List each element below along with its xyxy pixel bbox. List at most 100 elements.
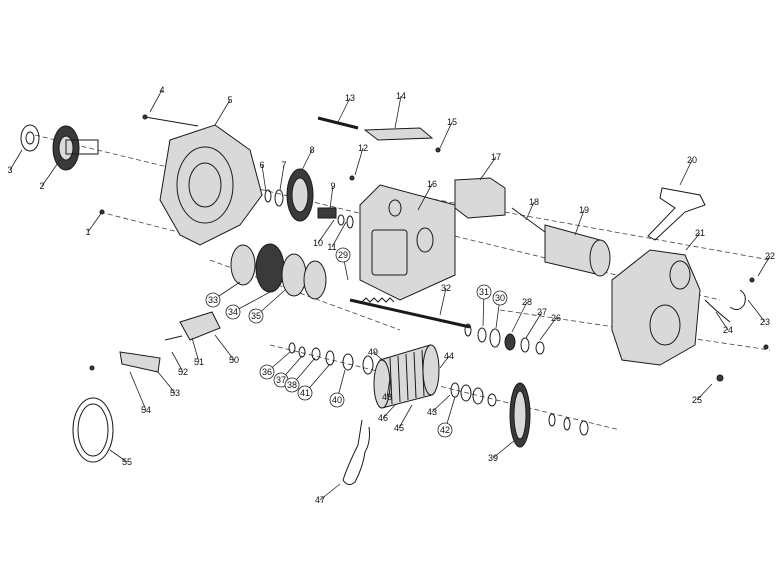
callout-9: 9 [329, 181, 336, 209]
callout-leader-54 [129, 371, 147, 411]
callout-leader-25 [696, 383, 713, 401]
callout-number-1: 1 [85, 227, 90, 237]
callout-number-25: 25 [692, 395, 702, 405]
part-washers-right-36-38 [548, 413, 589, 436]
callout-number-55: 55 [122, 457, 132, 467]
part-screw-54 [89, 365, 95, 371]
callout-leader-23 [747, 299, 766, 323]
callout-number-2: 2 [39, 181, 44, 191]
callout-bubble-29 [335, 247, 351, 263]
part-motor-19 [544, 224, 611, 277]
callout-45: 45 [394, 404, 413, 433]
part-screw-12 [349, 175, 355, 181]
callout-44: 44 [439, 351, 454, 369]
part-washer-10 [337, 214, 345, 226]
part-bolt-18 [511, 207, 546, 233]
callout-number-49: 49 [368, 347, 378, 357]
callout-number-34: 34 [228, 307, 238, 317]
callout-number-33: 33 [208, 295, 218, 305]
callout-25: 25 [692, 383, 713, 405]
callout-number-48: 48 [382, 392, 392, 402]
callout-number-32: 32 [441, 283, 451, 293]
callout-leader-9 [329, 185, 334, 209]
callout-21: 21 [685, 228, 705, 251]
callout-leader-10 [317, 219, 335, 244]
callout-29: 29 [335, 247, 351, 281]
callout-number-30: 30 [495, 293, 505, 303]
callout-leader-20 [679, 159, 693, 186]
callout-leader-6 [261, 164, 267, 193]
part-bearings-43-45 [450, 382, 497, 407]
callout-number-53: 53 [170, 388, 180, 398]
callout-number-22: 22 [765, 251, 775, 261]
callout-52: 52 [171, 351, 188, 377]
callout-leader-43 [431, 394, 451, 413]
callout-46: 46 [378, 404, 396, 423]
callout-38: 38 [284, 357, 316, 393]
callout-leader-44 [439, 355, 450, 369]
callout-number-11: 11 [327, 242, 336, 252]
part-housing-cover-5 [159, 124, 263, 246]
callout-34: 34 [225, 291, 271, 320]
callout-number-5: 5 [227, 95, 232, 105]
callout-40: 40 [329, 369, 346, 408]
callout-31: 31 [476, 284, 492, 327]
callout-3: 3 [7, 149, 23, 175]
part-brake-discs-33-35 [230, 243, 327, 300]
callout-number-37: 37 [276, 375, 286, 385]
callout-number-36: 36 [262, 367, 272, 377]
callout-leader-7 [279, 164, 285, 191]
callout-number-27: 27 [537, 307, 547, 317]
callout-50: 50 [214, 334, 239, 365]
callout-15: 15 [439, 117, 457, 149]
callout-number-54: 54 [141, 405, 151, 415]
callout-number-52: 52 [178, 367, 188, 377]
callout-10: 10 [313, 219, 335, 248]
callout-number-18: 18 [529, 197, 539, 207]
part-drum-46 [373, 344, 440, 409]
part-pinion-9 [317, 207, 337, 219]
callout-48: 48 [382, 377, 392, 402]
callout-18: 18 [525, 197, 539, 221]
callout-leader-22 [757, 255, 771, 277]
part-screw-22 [749, 277, 755, 283]
callout-4: 4 [149, 85, 165, 113]
callout-53: 53 [157, 371, 180, 398]
callout-number-43: 43 [427, 407, 437, 417]
callout-7: 7 [279, 160, 287, 191]
callout-54: 54 [129, 371, 151, 415]
part-seal-ring-55 [72, 397, 114, 463]
part-clutch-50-53 [119, 311, 221, 373]
callout-number-15: 15 [447, 117, 457, 127]
callout-number-23: 23 [760, 317, 770, 327]
callout-leader-26 [539, 317, 557, 341]
callout-41: 41 [297, 363, 331, 401]
callout-47: 47 [315, 483, 341, 505]
callout-39: 39 [488, 439, 516, 463]
callout-14: 14 [394, 91, 406, 129]
callout-number-10: 10 [313, 238, 323, 248]
callout-leader-28 [511, 301, 528, 333]
callout-leader-4 [149, 89, 163, 113]
part-clip-plate-14 [363, 127, 434, 141]
callout-bubble-41 [297, 385, 313, 401]
callout-number-9: 9 [330, 181, 335, 191]
callout-number-4: 4 [159, 85, 164, 95]
callout-number-42: 42 [440, 425, 450, 435]
callout-number-6: 6 [259, 160, 264, 170]
callout-number-45: 45 [394, 423, 404, 433]
callout-leader-3 [9, 149, 23, 171]
callout-number-38: 38 [287, 380, 297, 390]
callout-leader-39 [492, 439, 516, 459]
part-nut-25 [716, 374, 724, 382]
callout-leader-11 [331, 221, 347, 248]
callout-leader-27 [525, 311, 543, 339]
part-gear-2 [52, 125, 99, 171]
callout-leader-8 [301, 149, 313, 171]
callout-leader-2 [41, 159, 61, 187]
callout-number-16: 16 [427, 179, 437, 189]
part-ring-7 [274, 189, 284, 207]
part-screw-15 [435, 147, 441, 153]
callout-bubble-38 [284, 377, 300, 393]
